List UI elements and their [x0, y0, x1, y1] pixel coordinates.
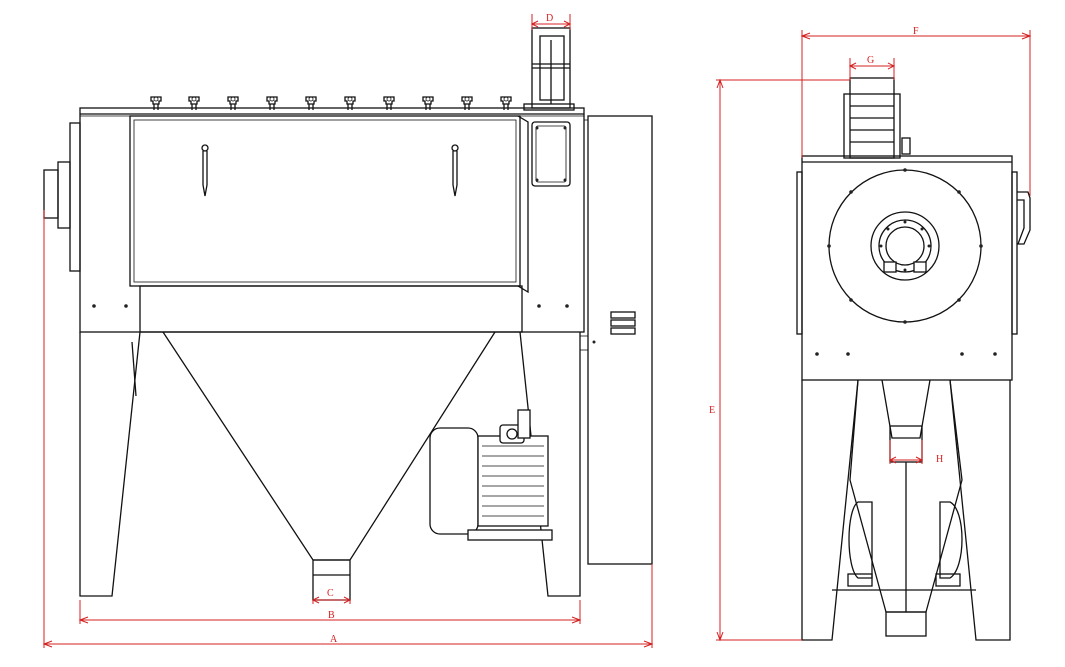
dimension-a-label: A: [330, 634, 338, 645]
top-bolts: [150, 96, 512, 110]
dimension-c-label: C: [327, 588, 334, 599]
dimension-e-label: E: [709, 405, 715, 416]
dimension-b-label: B: [328, 610, 335, 621]
side-hopper: [849, 379, 963, 637]
main-housing: [79, 107, 585, 333]
dimension-c: C: [311, 588, 352, 604]
dimension-g-label: G: [867, 55, 874, 66]
inlet-nozzle: [43, 122, 81, 272]
front-view: A B C D: [42, 13, 654, 648]
side-view: E F G H: [709, 26, 1032, 642]
dimension-g: G: [848, 55, 896, 80]
side-cover: [579, 115, 653, 565]
side-top-duct: [843, 77, 911, 159]
dimension-b: B: [78, 600, 582, 624]
dimension-f: F: [800, 26, 1032, 196]
fan-housing: [827, 168, 983, 324]
motor: [429, 409, 553, 541]
dimension-d-label: D: [546, 13, 553, 24]
dimension-f-label: F: [913, 26, 919, 37]
dimension-a: A: [42, 210, 654, 648]
outlet-pipe: [523, 27, 575, 111]
dimension-e: E: [709, 78, 850, 642]
side-housing: [801, 155, 1013, 381]
door-panel: [129, 115, 529, 294]
dimension-h: H: [888, 440, 943, 465]
inspection-hatch: [531, 121, 571, 187]
dimension-d: D: [530, 13, 572, 30]
dimension-h-label: H: [936, 454, 943, 465]
